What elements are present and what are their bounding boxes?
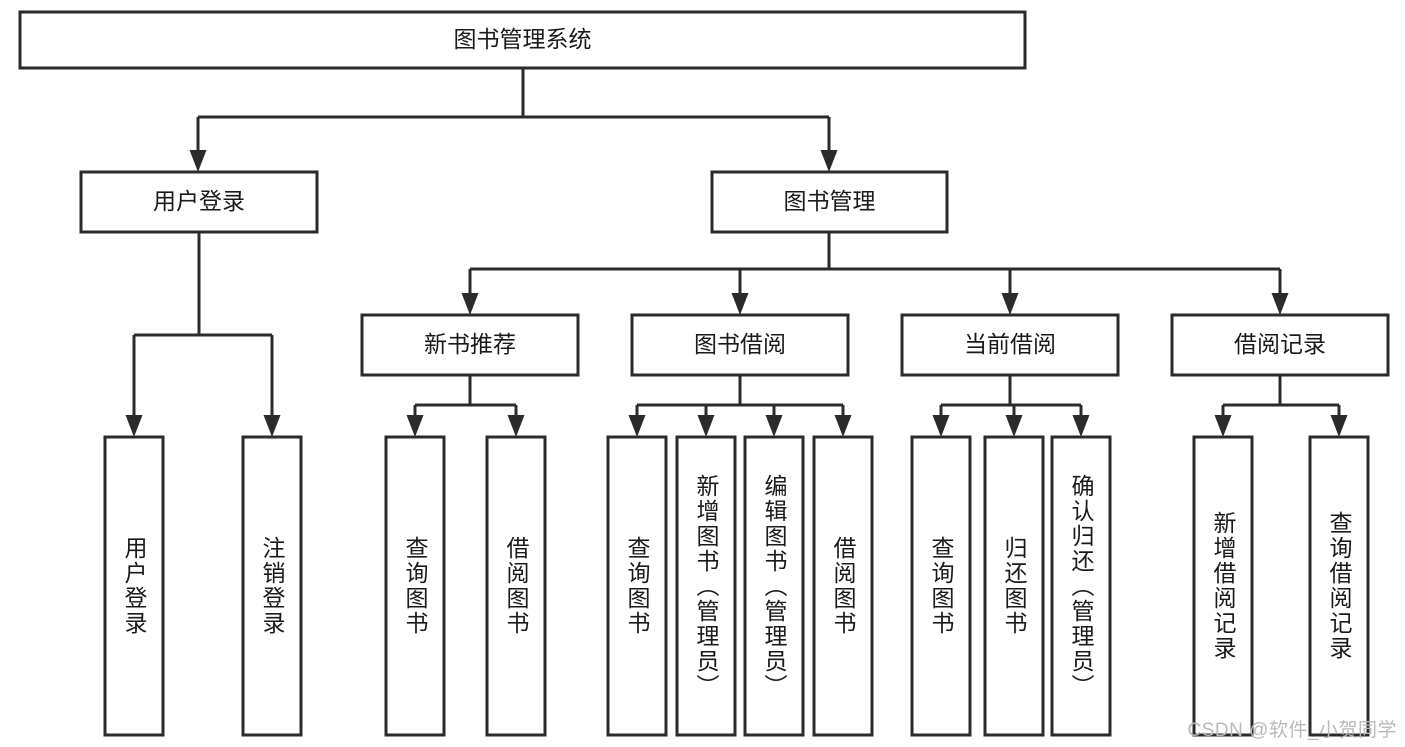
connector-newbook-to-leaves-bus — [406, 375, 525, 437]
arrow-head-icon — [1001, 293, 1019, 315]
node-box-leaf-borrow-book-1[interactable] — [485, 435, 547, 737]
node-box-current-borrow[interactable] — [900, 313, 1120, 377]
node-label-root: 图书管理系统 — [454, 26, 592, 52]
arrow-head-icon — [1072, 415, 1090, 437]
node-box-leaf-edit-book-admin[interactable] — [743, 435, 805, 737]
node-box-leaf-user-login[interactable] — [103, 435, 165, 737]
arrow-head-icon — [697, 415, 715, 437]
arrow-head-icon — [461, 293, 479, 315]
connector-currentborrow-to-leaves-bus — [932, 375, 1090, 437]
node-box-leaf-return-book[interactable] — [983, 435, 1045, 737]
nodes-layer — [18, 10, 1390, 737]
node-box-user-login[interactable] — [79, 170, 319, 234]
connector-borrowrecord-to-leaves-bus — [1214, 375, 1348, 437]
arrow-head-icon — [1271, 293, 1289, 315]
node-box-book-borrow[interactable] — [630, 313, 850, 377]
node-label-book-borrow: 图书借阅 — [694, 331, 786, 357]
node-box-leaf-borrow-book-2[interactable] — [812, 435, 874, 737]
arrow-head-icon — [765, 415, 783, 437]
connector-bookmgmt-to-level3-bus — [461, 232, 1289, 315]
node-label-book-management: 图书管理 — [784, 188, 876, 214]
node-box-new-book-recommend[interactable] — [360, 313, 580, 377]
node-label-borrow-record: 借阅记录 — [1234, 331, 1326, 357]
node-label-new-book-recommend: 新书推荐 — [424, 331, 516, 357]
node-box-leaf-query-book-1[interactable] — [384, 435, 446, 737]
node-box-borrow-record[interactable] — [1170, 313, 1390, 377]
node-box-leaf-user-logout[interactable] — [241, 435, 303, 737]
arrow-head-icon — [406, 415, 424, 437]
arrow-head-icon — [820, 150, 838, 172]
watermark-text: CSDN @软件_小贺同学 — [1187, 720, 1397, 741]
arrow-head-icon — [628, 415, 646, 437]
connector-userlogin-to-leaves-bus — [125, 232, 281, 437]
connector-bookborrow-to-leaves-bus — [628, 375, 852, 437]
node-box-leaf-add-book-admin[interactable] — [675, 435, 737, 737]
node-box-root[interactable] — [18, 10, 1027, 70]
node-label-user-login: 用户登录 — [153, 188, 245, 214]
node-box-leaf-confirm-return-admin[interactable] — [1050, 435, 1112, 737]
arrow-head-icon — [1005, 415, 1023, 437]
node-box-leaf-query-borrow-record[interactable] — [1308, 435, 1370, 737]
arrow-head-icon — [189, 150, 207, 172]
arrow-head-icon — [834, 415, 852, 437]
arrow-head-icon — [263, 415, 281, 437]
arrow-head-icon — [507, 415, 525, 437]
connector-root-to-level2-bus — [189, 68, 838, 172]
connectors-layer — [125, 68, 1348, 437]
node-box-leaf-query-book-2[interactable] — [606, 435, 668, 737]
arrow-head-icon — [1330, 415, 1348, 437]
node-box-leaf-add-borrow-record[interactable] — [1192, 435, 1254, 737]
arrow-head-icon — [932, 415, 950, 437]
node-box-book-management[interactable] — [710, 170, 949, 234]
arrow-head-icon — [125, 415, 143, 437]
node-label-current-borrow: 当前借阅 — [964, 331, 1056, 357]
arrow-head-icon — [731, 293, 749, 315]
arrow-head-icon — [1214, 415, 1232, 437]
node-box-leaf-query-book-3[interactable] — [910, 435, 972, 737]
